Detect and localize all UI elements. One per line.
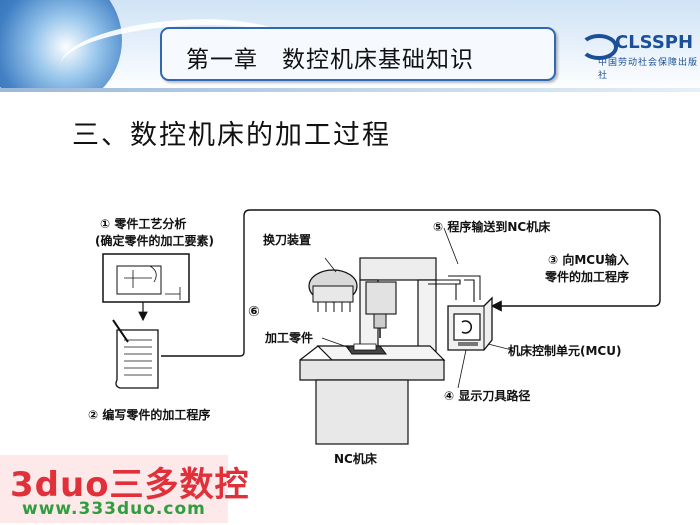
program-transfer-cable	[428, 279, 475, 302]
step5-label: ⑤ 程序输送到NC机床	[433, 220, 551, 234]
step1-sublabel: (确定零件的加工要素)	[95, 234, 214, 248]
step6-label: ⑥	[248, 304, 260, 320]
step1-label: ① 零件工艺分析	[100, 217, 187, 231]
workpiece-label: 加工零件	[265, 331, 314, 345]
watermark-url: www.333duo.com	[22, 499, 206, 519]
globe-decoration	[0, 0, 122, 92]
chapter-title: 第一章 数控机床基础知识	[186, 47, 474, 73]
nc-machine-body	[299, 257, 446, 445]
publisher-logo-icon	[580, 34, 618, 60]
tool-changer-drum	[308, 269, 358, 312]
step4-label: ④ 显示刀具路径	[444, 389, 531, 403]
tool-changer-label: 换刀装置	[263, 233, 312, 247]
nc-machine-label: NC机床	[334, 452, 377, 466]
program-sheet	[112, 319, 159, 389]
header-banner: 第一章 数控机床基础知识 CLSSPH 中国劳动社会保障出版社	[0, 0, 700, 92]
site-watermark: 3duo三多数控 www.333duo.com	[0, 455, 249, 523]
watermark-brand: 3duo三多数控	[10, 465, 250, 505]
step3-label: ③ 向MCU输入	[548, 253, 629, 267]
mcu-label: 机床控制单元(MCU)	[508, 344, 622, 358]
step2-label: ② 编写零件的加工程序	[88, 408, 211, 422]
step3-sublabel: 零件的加工程序	[545, 270, 630, 284]
publisher-logo-subtext: 中国劳动社会保障出版社	[598, 58, 699, 81]
header-divider	[0, 88, 700, 92]
publisher-logo-text: CLSSPH	[615, 32, 694, 53]
chapter-title-box: 第一章 数控机床基础知识	[160, 27, 556, 81]
section-title: 三、数控机床的加工过程	[72, 120, 391, 151]
feedback-loop-line	[161, 209, 661, 357]
part-drawing-sheet	[102, 253, 190, 303]
mcu-unit	[447, 296, 493, 351]
